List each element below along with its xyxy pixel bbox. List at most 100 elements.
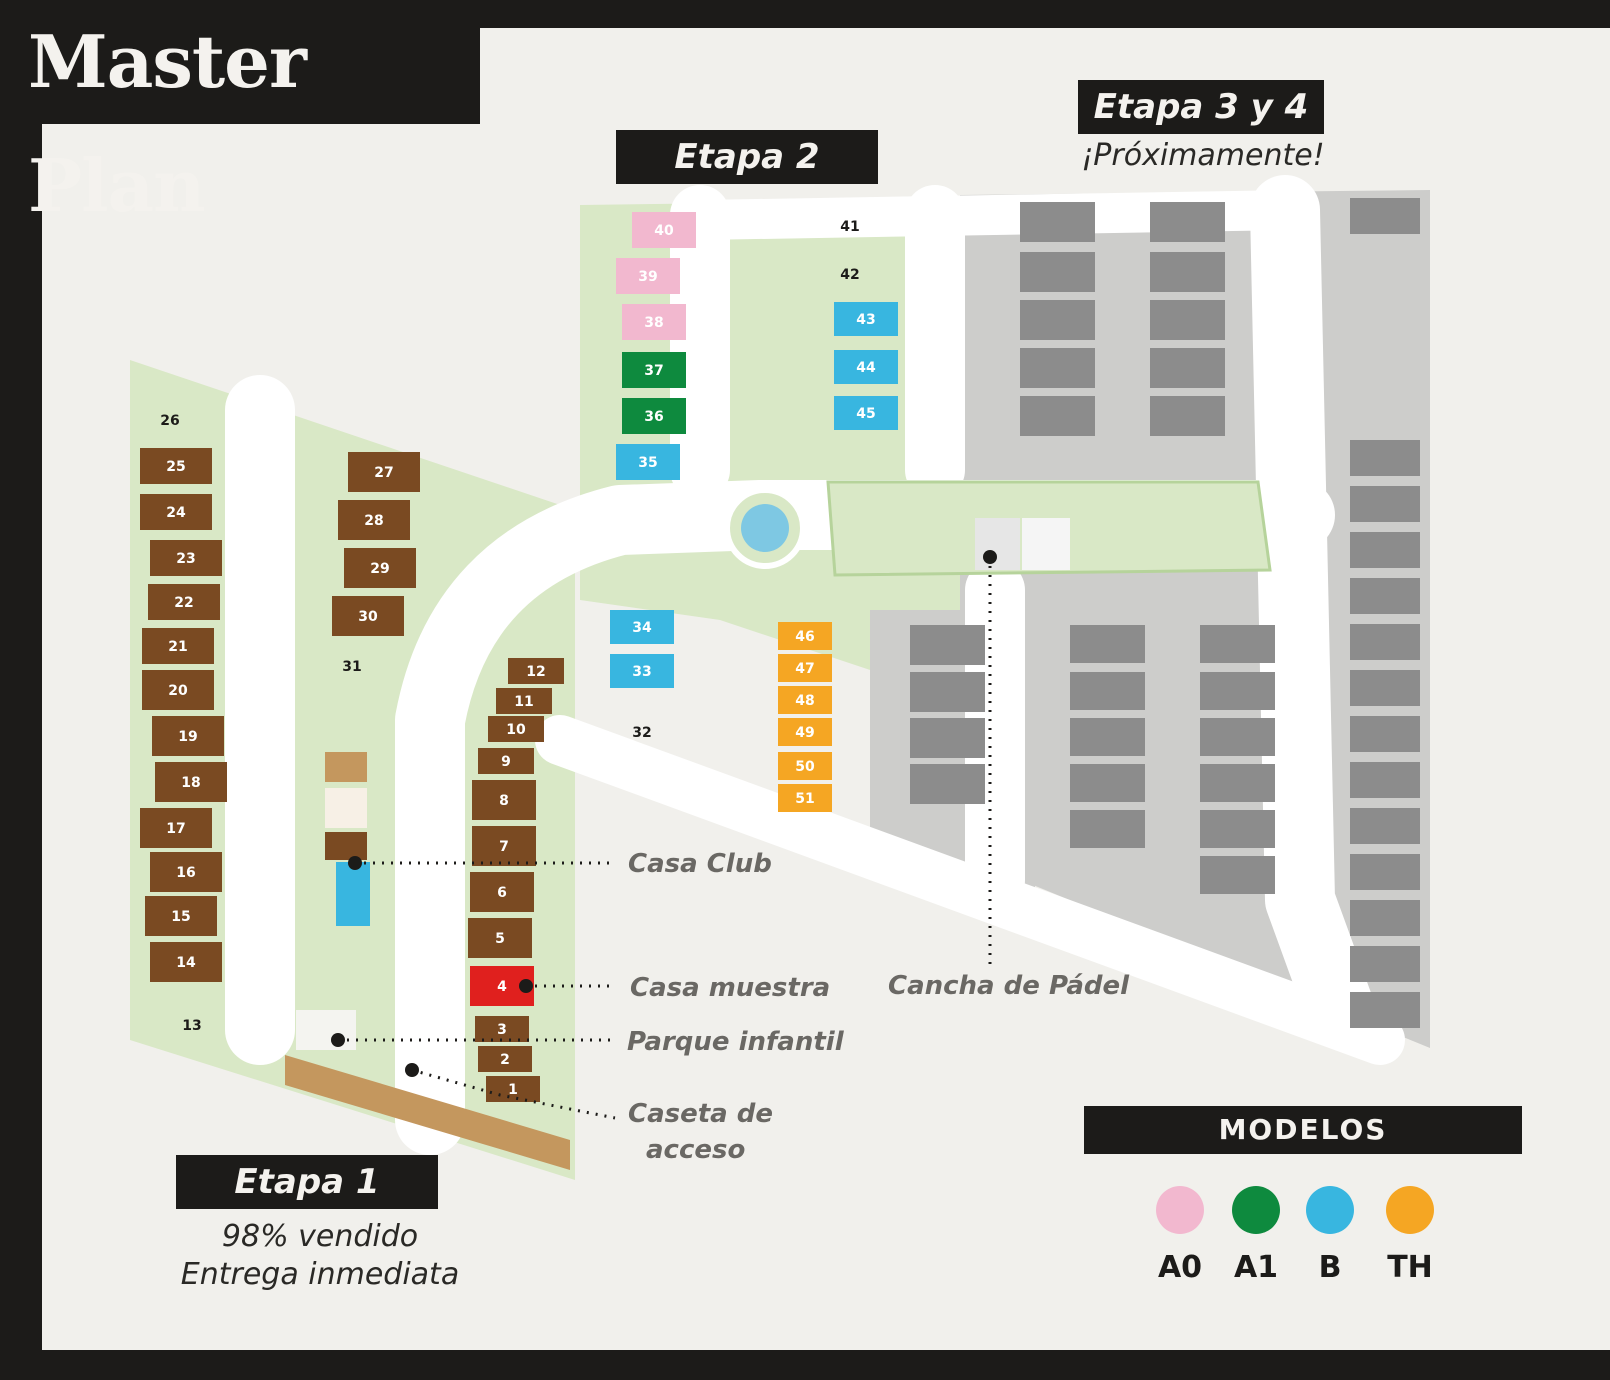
lot-19-house[interactable] (152, 716, 224, 756)
lot-20-house[interactable] (142, 670, 214, 710)
legend-swatch (1232, 1186, 1280, 1234)
legend-label: B (1318, 1250, 1342, 1285)
cancha-padel-marker (983, 550, 997, 564)
casa-muestra-label: Casa muestra (630, 973, 831, 1003)
lot-42-label: 42 (840, 267, 859, 283)
lot-20-label: 20 (168, 683, 188, 699)
lot-21-house[interactable] (142, 628, 214, 664)
lot-45-label: 45 (856, 406, 875, 422)
lot-14-house[interactable] (150, 942, 222, 982)
lot-35-house[interactable] (616, 444, 680, 480)
lot-9-house[interactable] (478, 748, 534, 774)
lot-46-house[interactable] (778, 622, 832, 650)
lot-43-house[interactable] (834, 302, 898, 336)
lot-31-label: 31 (342, 659, 361, 675)
lot-23-house[interactable] (150, 540, 222, 576)
caseta-acceso-label-line2: acceso (646, 1135, 746, 1165)
entrance-gate (285, 1055, 570, 1170)
lot-14-label: 14 (176, 955, 196, 971)
lot-16-house[interactable] (150, 852, 222, 892)
lot-47-house[interactable] (778, 654, 832, 682)
etapa2-label: Etapa 2 (616, 130, 878, 184)
lot-33-house[interactable] (610, 654, 674, 688)
lot-12-house[interactable] (508, 658, 564, 684)
lot-6-house[interactable] (470, 872, 534, 912)
lot-40-label: 40 (654, 223, 674, 239)
lot-48-label: 48 (795, 693, 814, 709)
lot-1-label: 1 (508, 1082, 518, 1098)
lot-49-label: 49 (795, 725, 814, 741)
club-building (325, 752, 367, 782)
lot-29-house[interactable] (344, 548, 416, 588)
club-pool (336, 862, 370, 926)
lot-7-house[interactable] (472, 826, 536, 866)
lot-24-house[interactable] (140, 494, 212, 530)
lot-38-house[interactable] (622, 304, 686, 340)
lot-27-house[interactable] (348, 452, 420, 492)
legend-title: MODELOS (1084, 1106, 1522, 1154)
lot-2-label: 2 (500, 1052, 510, 1068)
lot-25-house[interactable] (140, 448, 212, 484)
club-deck (325, 788, 367, 828)
lot-9-label: 9 (501, 754, 511, 770)
lot-26-label: 26 (160, 413, 179, 429)
lot-15-house[interactable] (145, 896, 217, 936)
lot-28-label: 28 (364, 513, 383, 529)
lot-45-house[interactable] (834, 396, 898, 430)
lot-22-house[interactable] (148, 584, 220, 620)
page-title: Master Plan (0, 0, 480, 228)
lot-18-house[interactable] (155, 762, 227, 802)
lot-17-label: 17 (166, 821, 185, 837)
lot-28-house[interactable] (338, 500, 410, 540)
road-right (1250, 175, 1375, 1045)
lot-50-label: 50 (795, 759, 815, 775)
lot-36-label: 36 (644, 409, 663, 425)
lot-6-label: 6 (497, 885, 507, 901)
etapa1-sold: 98% vendido (221, 1219, 419, 1254)
legend-item-a0: A0 (1140, 1186, 1220, 1285)
lot-48-house[interactable] (778, 686, 832, 714)
legend-item-th: TH (1370, 1186, 1450, 1285)
lot-30-house[interactable] (332, 596, 404, 636)
lot-50-house[interactable] (778, 752, 832, 780)
lot-7-label: 7 (499, 839, 509, 855)
lot-32-label: 32 (632, 725, 651, 741)
lot-37-house[interactable] (622, 352, 686, 388)
lot-17-house[interactable] (140, 808, 212, 848)
lot-3-house[interactable] (475, 1016, 529, 1042)
lot-10-house[interactable] (488, 716, 544, 742)
lot-5-house[interactable] (468, 918, 532, 958)
legend-label: A1 (1233, 1250, 1279, 1285)
lot-44-house[interactable] (834, 350, 898, 384)
lot-11-house[interactable] (496, 688, 552, 714)
lot-33-label: 33 (632, 664, 651, 680)
casa-muestra-marker (519, 979, 533, 993)
lots-layer: 1234567891011121314151617181920212223242… (140, 212, 898, 1102)
lot-41-label: 41 (840, 219, 859, 235)
lot-23-label: 23 (176, 551, 195, 567)
lot-47-label: 47 (795, 661, 814, 677)
lot-11-label: 11 (514, 694, 533, 710)
etapa1-label: Etapa 1 (176, 1155, 438, 1209)
lot-36-house[interactable] (622, 398, 686, 434)
lot-15-label: 15 (171, 909, 190, 925)
lot-8-house[interactable] (472, 780, 536, 820)
lot-51-label: 51 (795, 791, 814, 807)
lot-37-label: 37 (644, 363, 663, 379)
lot-40-house[interactable] (632, 212, 696, 248)
lot-1-house[interactable] (486, 1076, 540, 1102)
legend-label: A0 (1157, 1250, 1203, 1285)
lot-44-label: 44 (856, 360, 876, 376)
lot-51-house[interactable] (778, 784, 832, 812)
lot-49-house[interactable] (778, 718, 832, 746)
lot-8-label: 8 (499, 793, 509, 809)
club-roof (325, 832, 367, 860)
lot-2-house[interactable] (478, 1046, 532, 1072)
etapa1-delivery: Entrega inmediata (180, 1257, 460, 1292)
lot-39-house[interactable] (616, 258, 680, 294)
lot-34-house[interactable] (610, 610, 674, 644)
lot-38-label: 38 (644, 315, 663, 331)
lot-12-label: 12 (526, 664, 545, 680)
